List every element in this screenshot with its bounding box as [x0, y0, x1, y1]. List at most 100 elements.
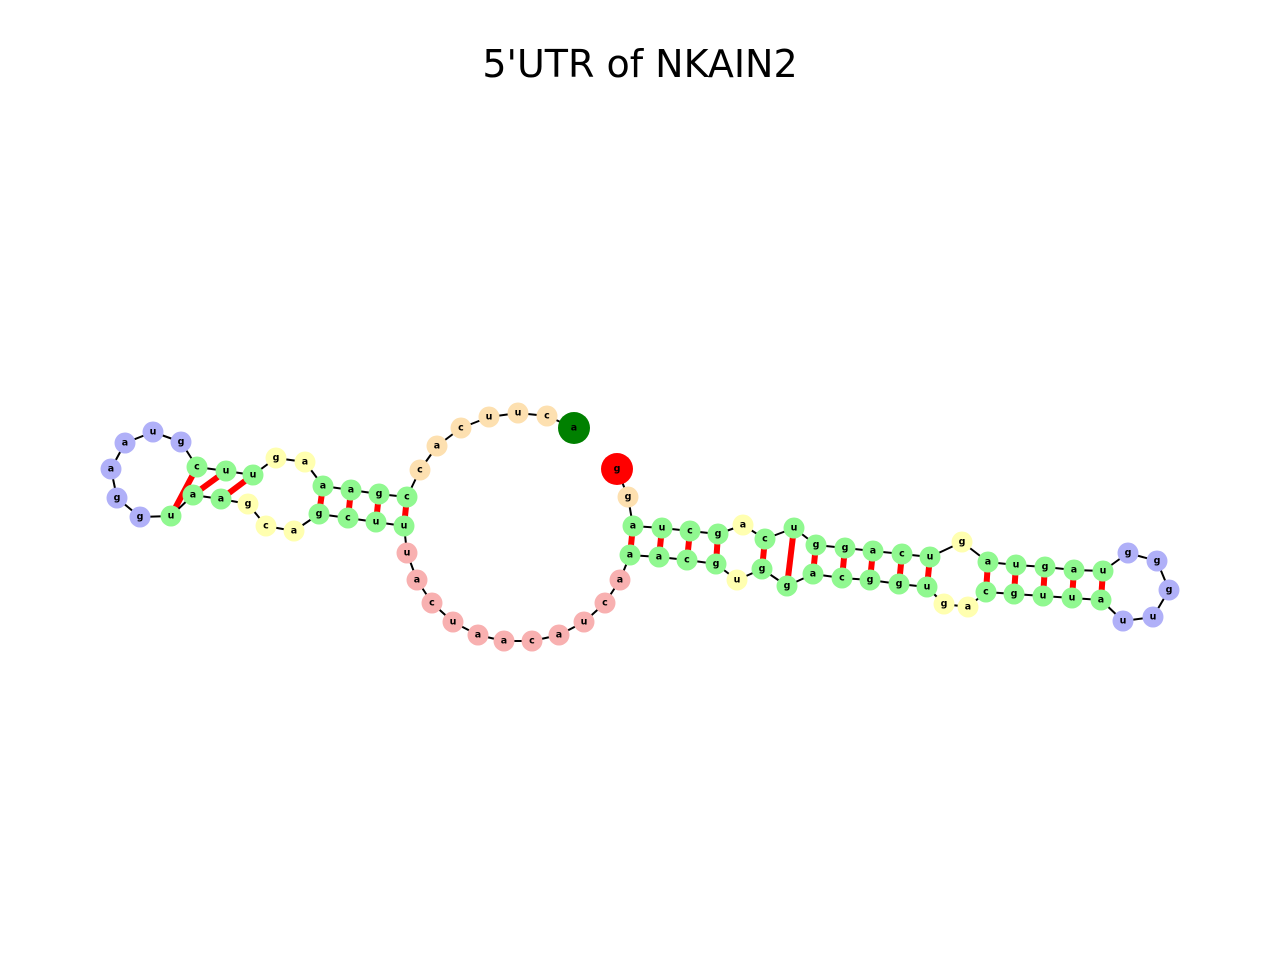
nucleotide-label: c [194, 462, 200, 473]
nucleotide-circle [426, 435, 448, 457]
five-prime-end-nucleotide: a [558, 412, 590, 444]
nucleotide-circle [160, 505, 182, 527]
nucleotide-label: c [458, 423, 464, 434]
nucleotide: a [622, 515, 644, 537]
nucleotide-label: u [450, 617, 457, 628]
nucleotide-circle [478, 406, 500, 428]
nucleotide-label: a [414, 575, 420, 586]
nucleotide: c [891, 543, 913, 565]
nucleotide-circle [182, 484, 204, 506]
nucleotide-label: a [291, 526, 297, 537]
nucleotide-label: a [320, 481, 326, 492]
nucleotide: g [617, 486, 639, 508]
nucleotide-circle [609, 569, 631, 591]
nucleotide: u [916, 576, 938, 598]
nucleotide-label: u [1150, 612, 1157, 623]
nucleotide-label: a [630, 521, 636, 532]
nucleotide-label: a [627, 550, 633, 561]
nucleotide-label: a [740, 520, 746, 531]
nucleotide: a [732, 514, 754, 536]
nucleotide: u [1005, 554, 1027, 576]
nucleotide: a [406, 569, 428, 591]
nucleotide-circle [732, 514, 754, 536]
nucleotide-circle [834, 537, 856, 559]
nucleotide-label: a [556, 630, 562, 641]
nucleotide: a [957, 596, 979, 618]
nucleotide: g [834, 537, 856, 559]
nucleotide-label: g [137, 512, 144, 523]
nucleotide-label: g [245, 499, 252, 510]
nucleotide-circle [368, 483, 390, 505]
nucleotide: u [1092, 560, 1114, 582]
nucleotide: g [951, 531, 973, 553]
nucleotide-circle [536, 405, 558, 427]
nucleotide: g [1158, 579, 1180, 601]
nucleotide: c [450, 417, 472, 439]
nucleotide: a [294, 451, 316, 473]
nucleotide-label: g [316, 509, 323, 520]
nucleotide-label: g [1125, 548, 1132, 559]
nucleotide-circle [951, 531, 973, 553]
nucleotide-label: g [614, 464, 621, 475]
nucleotide-circle [1146, 550, 1168, 572]
nucleotide-circle [521, 630, 543, 652]
nucleotide: c [186, 456, 208, 478]
nucleotide-circle [294, 451, 316, 473]
nucleotide-circle [862, 540, 884, 562]
nucleotide-label: u [168, 511, 175, 522]
nucleotide-label: a [1071, 565, 1077, 576]
nucleotide-label: g [1042, 562, 1049, 573]
nucleotide-circle [467, 624, 489, 646]
nucleotide: a [340, 479, 362, 501]
nucleotide-circle [186, 456, 208, 478]
nucleotide: a [493, 630, 515, 652]
nucleotide-circle [421, 592, 443, 614]
nucleotide-label: c [529, 636, 535, 647]
nucleotide-circle [648, 546, 670, 568]
nucleotide-label: c [417, 465, 423, 476]
nucleotide: a [1090, 589, 1112, 611]
nucleotide-label: a [656, 552, 662, 563]
nucleotide-label: c [687, 526, 693, 537]
nucleotide: a [182, 484, 204, 506]
nucleotide: g [129, 506, 151, 528]
nucleotide-circle [776, 575, 798, 597]
nucleotide-label: a [501, 636, 507, 647]
nucleotide: c [754, 528, 776, 550]
nucleotide: u [1142, 606, 1164, 628]
nucleotide-label: u [1120, 616, 1127, 627]
nucleotide: g [705, 553, 727, 575]
nucleotide-label: u [401, 521, 408, 532]
nucleotide-label: g [813, 540, 820, 551]
nucleotide: g [170, 431, 192, 453]
nucleotide-circle [916, 576, 938, 598]
nucleotide: u [1032, 585, 1054, 607]
nucleotide: g [1034, 556, 1056, 578]
nucleotide: g [265, 447, 287, 469]
nucleotide-circle [142, 421, 164, 443]
nucleotide-circle [265, 447, 287, 469]
nucleotide-label: a [434, 441, 440, 452]
nucleotide-circle [802, 563, 824, 585]
nucleotide: a [467, 624, 489, 646]
nucleotide: g [888, 573, 910, 595]
diagram-title: 5'UTR of NKAIN2 [482, 42, 798, 86]
nucleotide-label: a [1098, 595, 1104, 606]
nucleotide-label: a [122, 438, 128, 449]
nucleotide: g [707, 523, 729, 545]
nucleotide: u [365, 511, 387, 533]
nucleotide-circle [1092, 560, 1114, 582]
nucleotide-circle [594, 592, 616, 614]
nucleotide-circle [1032, 585, 1054, 607]
nucleotide-label: u [924, 582, 931, 593]
nucleotide-circle [255, 515, 277, 537]
nucleotide-circle [617, 486, 639, 508]
nucleotide-circle [409, 459, 431, 481]
nucleotide-circle [450, 417, 472, 439]
nucleotide-label: u [515, 408, 522, 419]
nucleotide-label: g [715, 529, 722, 540]
nucleotide-label: g [842, 543, 849, 554]
nucleotide-circle [1063, 559, 1085, 581]
nucleotide-label: c [762, 534, 768, 545]
